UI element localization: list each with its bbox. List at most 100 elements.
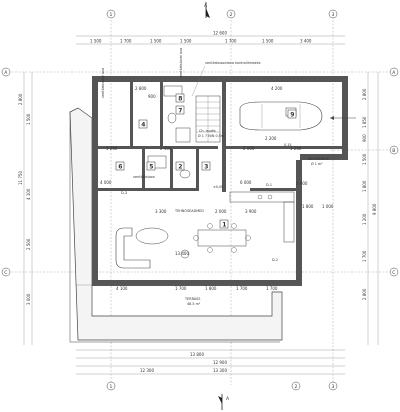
dimension-right: 2 800 1 850 900 1 500 1 800 1 200 1 700 … [362, 67, 399, 345]
vent-note-2: ventilatsiooni ava [179, 48, 183, 78]
svg-text:1 200: 1 200 [362, 213, 367, 225]
svg-text:11 750: 11 750 [18, 171, 23, 185]
stairs [195, 95, 221, 143]
kaevandus-label: KAEVANDUS [308, 157, 329, 161]
svg-text:2 200: 2 200 [265, 136, 277, 141]
garage-car [239, 101, 323, 131]
axis-bubbles-top: 1 2 3 [106, 9, 338, 19]
svg-text:4 200: 4 200 [271, 86, 283, 91]
svg-text:1 700: 1 700 [120, 39, 132, 44]
section-mark-bottom-label: A [226, 396, 230, 402]
room-4-number: 4 [141, 122, 145, 129]
svg-text:3 000: 3 000 [26, 293, 31, 305]
door-tag-2: D-2 [272, 258, 278, 262]
svg-text:1 700: 1 700 [362, 250, 367, 262]
svg-text:9 800: 9 800 [372, 203, 377, 215]
dimension-top: 1 500 1 700 1 500 1 500 1 700 1 500 3 40… [76, 31, 345, 45]
door-tag-1: D-1 [266, 183, 272, 187]
svg-text:2 000: 2 000 [296, 181, 308, 186]
svg-text:13 300: 13 300 [213, 368, 227, 373]
inner-dimensions: 2 800 900 1 200 2 400 2 000 1 200 4 200 … [100, 86, 334, 256]
door-tag-3: D-3 [121, 191, 127, 195]
svg-text:1 700: 1 700 [266, 286, 278, 291]
svg-text:1 700: 1 700 [236, 286, 248, 291]
svg-text:1 500: 1 500 [26, 113, 31, 125]
level-tag-1: 0,15 [284, 143, 292, 147]
room-7-number: 7 [178, 108, 182, 115]
room-8-number: 8 [178, 96, 182, 103]
svg-text:3 400: 3 400 [300, 39, 312, 44]
svg-text:6 000: 6 000 [240, 180, 252, 185]
room-5-number: 5 [149, 164, 153, 171]
svg-text:3: 3 [332, 12, 335, 18]
svg-text:1 800: 1 800 [302, 204, 314, 209]
svg-text:13 800: 13 800 [190, 352, 204, 357]
svg-text:900: 900 [148, 94, 156, 99]
garage-door-arrow [330, 116, 356, 120]
dimension-left: 2 800 1 500 4 100 2 500 3 000 11 750 A C [1, 67, 33, 345]
vent-note-4: ventilatsioon [133, 175, 155, 179]
svg-text:2 800: 2 800 [135, 86, 147, 91]
ch-label: Ch. laudis [199, 129, 216, 133]
svg-text:12 900: 12 900 [213, 360, 227, 365]
svg-text:12 600: 12 600 [213, 31, 227, 36]
svg-text:2 500: 2 500 [26, 238, 31, 250]
svg-text:A: A [392, 70, 396, 76]
svg-text:1 700: 1 700 [175, 286, 187, 291]
svg-text:2 400: 2 400 [160, 146, 172, 151]
section-mark-top-label: A [204, 3, 208, 9]
svg-text:2 800: 2 800 [362, 288, 367, 300]
terrace-label: TERRASS [184, 297, 200, 301]
room-2-number: 2 [178, 164, 182, 171]
svg-text:4 100: 4 100 [26, 188, 31, 200]
svg-text:1: 1 [110, 384, 113, 390]
svg-text:2 800: 2 800 [18, 93, 23, 105]
kaevandus-area: Ø 1 m² [311, 161, 323, 166]
svg-text:2: 2 [230, 12, 233, 18]
svg-text:1 800: 1 800 [205, 286, 217, 291]
svg-text:4 000: 4 000 [100, 180, 112, 185]
living-furniture [115, 223, 251, 269]
room-3-number: 3 [204, 164, 208, 171]
svg-text:1 500: 1 500 [362, 153, 367, 165]
room-6-number: 6 [118, 164, 122, 171]
terrace-area: 48.5 m² [187, 302, 201, 306]
svg-text:1 700: 1 700 [225, 39, 237, 44]
svg-text:2 800: 2 800 [362, 88, 367, 100]
dimension-bottom: 4 100 1 700 1 800 1 700 1 700 13 800 12 … [76, 284, 345, 375]
svg-text:1 500: 1 500 [90, 39, 102, 44]
svg-text:13 400: 13 400 [175, 251, 189, 256]
ch-sub: Ø 1 7 N/N 0,5m [198, 133, 225, 138]
svg-text:1 500: 1 500 [180, 39, 192, 44]
section-mark-bottom: A [218, 394, 230, 410]
svg-text:C: C [392, 270, 395, 276]
svg-text:2: 2 [295, 384, 298, 390]
svg-text:1: 1 [110, 12, 113, 18]
svg-text:2 000: 2 000 [243, 146, 255, 151]
axis-bubbles-bottom: 1 2 3 [106, 381, 338, 391]
room-9-number: 9 [290, 112, 294, 119]
svg-text:4 100: 4 100 [116, 286, 128, 291]
svg-text:1 200: 1 200 [290, 146, 302, 151]
vent-note-3: ventilatsiooniava kontrollimiseks [205, 61, 261, 65]
kitchen-counter [229, 191, 295, 243]
notes: ventilatsiooni ava ventilatsiooni ava ve… [101, 48, 329, 262]
room-1-number: 1 [222, 222, 226, 229]
svg-text:2 000: 2 000 [215, 209, 227, 214]
terrace: TERRASS 48.5 m² [69, 107, 283, 343]
svg-text:A: A [4, 70, 8, 76]
svg-text:1 500: 1 500 [262, 39, 274, 44]
tehn-label: TEHNOSEADMED [174, 209, 204, 213]
svg-text:900: 900 [362, 134, 367, 142]
svg-text:B: B [392, 148, 395, 154]
section-mark-top: A [204, 2, 210, 18]
svg-text:1 850: 1 850 [362, 116, 367, 128]
vent-note-1: ventilatsiooni ava [101, 68, 105, 98]
svg-text:3: 3 [332, 384, 335, 390]
level-tag-2: ±0,00 [213, 185, 223, 189]
svg-text:12 300: 12 300 [140, 368, 154, 373]
svg-text:C: C [4, 270, 7, 276]
svg-text:1 200: 1 200 [106, 146, 118, 151]
svg-text:3 900: 3 900 [245, 209, 257, 214]
